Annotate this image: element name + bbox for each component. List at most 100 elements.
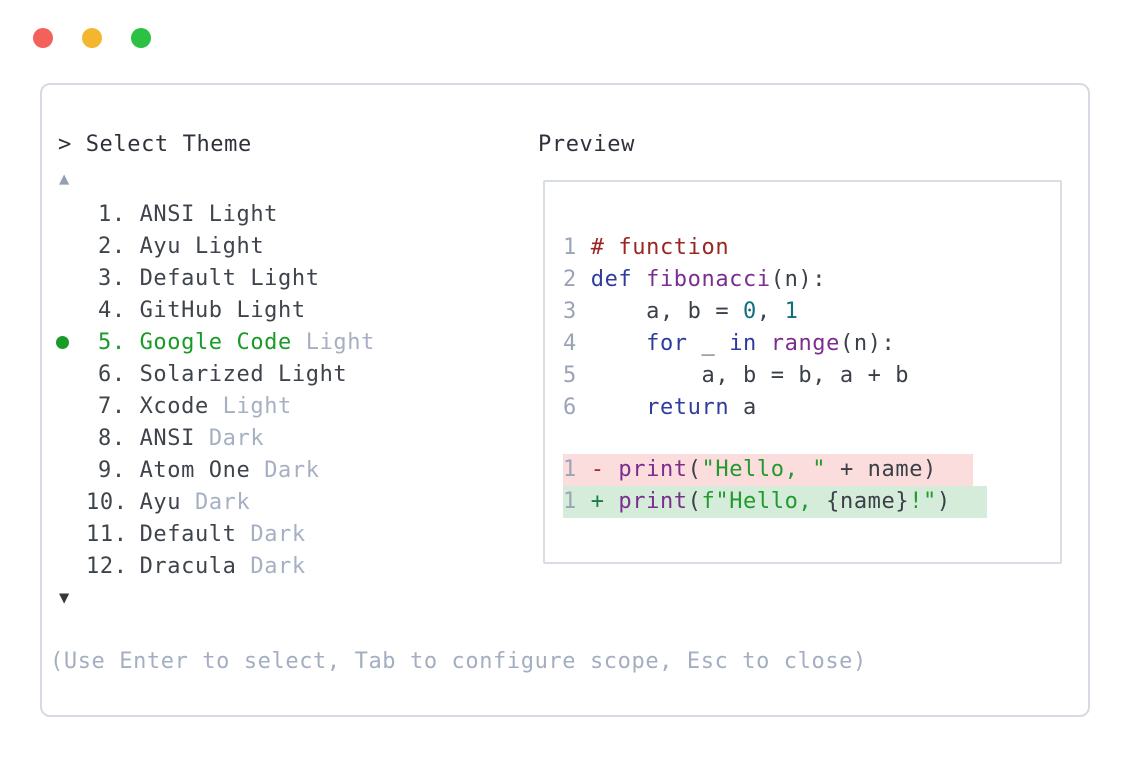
theme-item-name: Solarized Light: [125, 362, 348, 387]
code-token: (: [687, 489, 702, 514]
theme-item-number: 8.: [98, 426, 126, 451]
line-number: 1: [563, 489, 577, 514]
theme-list-item-8[interactable]: 8. ANSI Dark: [58, 423, 538, 455]
theme-item-name: Google Code: [125, 330, 292, 355]
code-token: ): [936, 489, 951, 514]
close-window-button[interactable]: [33, 28, 53, 48]
code-token: range: [770, 331, 840, 356]
theme-item-variant: Light: [208, 394, 292, 419]
minimize-window-button[interactable]: [82, 28, 103, 48]
line-number: 5: [563, 363, 577, 388]
theme-item-number: 12.: [86, 554, 128, 579]
diff-removed-highlight: 1 - print("Hello, " + name): [563, 454, 973, 486]
theme-item-number: 3.: [98, 266, 126, 291]
theme-item-variant: Dark: [236, 522, 306, 547]
code-line: 5 a, b = b, a + b: [563, 360, 1060, 392]
theme-item-variant: Dark: [181, 490, 251, 515]
code-token: in: [729, 331, 757, 356]
code-line: 4 for _ in range(n):: [563, 328, 1060, 360]
line-number: 1: [563, 457, 577, 482]
code-token: def: [590, 267, 647, 292]
theme-item-number: 10.: [86, 490, 128, 515]
code-token: a, b =: [590, 299, 744, 324]
theme-item-name: Ayu Light: [125, 234, 265, 259]
theme-list-item-7[interactable]: 7. Xcode Light: [58, 391, 538, 423]
theme-item-number: 1.: [98, 202, 126, 227]
theme-list-item-3[interactable]: 3. Default Light: [58, 263, 538, 295]
code-token: +: [590, 489, 619, 514]
theme-list-item-11[interactable]: 11. Default Dark: [58, 519, 538, 551]
code-token: [591, 331, 646, 356]
theme-list-item-5[interactable]: 5. Google Code Light: [56, 327, 538, 359]
diff-lines: 1 - print("Hello, " + name)1 + print(f"H…: [563, 454, 1060, 518]
help-text: (Use Enter to select, Tab to configure s…: [50, 649, 867, 674]
code-line: 3 a, b = 0, 1: [563, 296, 1060, 328]
code-token: {name}: [826, 489, 910, 514]
code-token: _: [687, 331, 730, 356]
scroll-down-icon[interactable]: ▼: [59, 588, 70, 608]
code-line: 2 def fibonacci(n):: [563, 264, 1060, 296]
code-token: !": [909, 489, 937, 514]
code-line: 6 return a: [563, 392, 1060, 424]
code-token: print: [618, 457, 688, 482]
code-line: 1 # function: [563, 232, 1060, 264]
theme-item-name: ANSI Light: [125, 202, 279, 227]
theme-item-name: Default Light: [125, 266, 320, 291]
code-token: f"Hello,: [701, 489, 827, 514]
theme-list-item-6[interactable]: 6. Solarized Light: [58, 359, 538, 391]
theme-list-item-1[interactable]: 1. ANSI Light: [58, 199, 538, 231]
code-token: ): [923, 457, 937, 482]
code-token: + name: [826, 457, 924, 482]
line-number: 3: [563, 299, 577, 324]
selected-theme-dot-icon: [56, 336, 69, 349]
selected-indicator: [56, 327, 86, 359]
theme-list-item-12[interactable]: 12. Dracula Dark: [58, 551, 538, 583]
theme-item-name: Atom One: [125, 458, 251, 483]
diff-added-highlight: 1 + print(f"Hello, {name}!"): [563, 486, 987, 518]
code-token: a: [729, 395, 757, 420]
theme-item-number: 7.: [98, 394, 126, 419]
code-token: -: [590, 457, 619, 482]
scroll-up-icon[interactable]: ▲: [59, 169, 70, 189]
theme-item-name: ANSI: [125, 426, 195, 451]
theme-item-number: 4.: [98, 298, 126, 323]
code-token: [591, 395, 646, 420]
theme-list-item-10[interactable]: 10. Ayu Dark: [58, 487, 538, 519]
code-token: ,: [756, 299, 785, 324]
theme-list-item-2[interactable]: 2. Ayu Light: [58, 231, 538, 263]
theme-item-name: Dracula: [125, 554, 237, 579]
window-controls: [0, 0, 1129, 48]
theme-item-variant: Dark: [250, 458, 320, 483]
code-token: [757, 331, 771, 356]
diff-added-line: 1 + print(f"Hello, {name}!"): [563, 486, 1060, 518]
line-number: 6: [563, 395, 577, 420]
theme-item-variant: Dark: [236, 554, 306, 579]
theme-item-number: 11.: [86, 522, 128, 547]
code-token: fibonacci: [646, 267, 771, 292]
theme-list-item-9[interactable]: 9. Atom One Dark: [58, 455, 538, 487]
theme-list-item-4[interactable]: 4. GitHub Light: [58, 295, 538, 327]
code-token: "Hello, ": [701, 457, 827, 482]
code-token: return: [646, 395, 730, 420]
select-theme-prompt: > Select Theme: [58, 132, 252, 157]
line-number: 1: [563, 235, 577, 260]
code-token: (n):: [770, 267, 827, 292]
theme-item-number: 9.: [98, 458, 126, 483]
code-token: (: [687, 457, 702, 482]
preview-title: Preview: [538, 132, 635, 157]
theme-item-variant: Dark: [194, 426, 265, 451]
theme-item-name: Ayu: [125, 490, 182, 515]
code-token: # function: [590, 235, 730, 260]
code-token: 1: [784, 299, 799, 324]
maximize-window-button[interactable]: [131, 28, 152, 48]
code-token: a, b = b, a + b: [590, 363, 910, 388]
code-token: for: [646, 331, 688, 356]
